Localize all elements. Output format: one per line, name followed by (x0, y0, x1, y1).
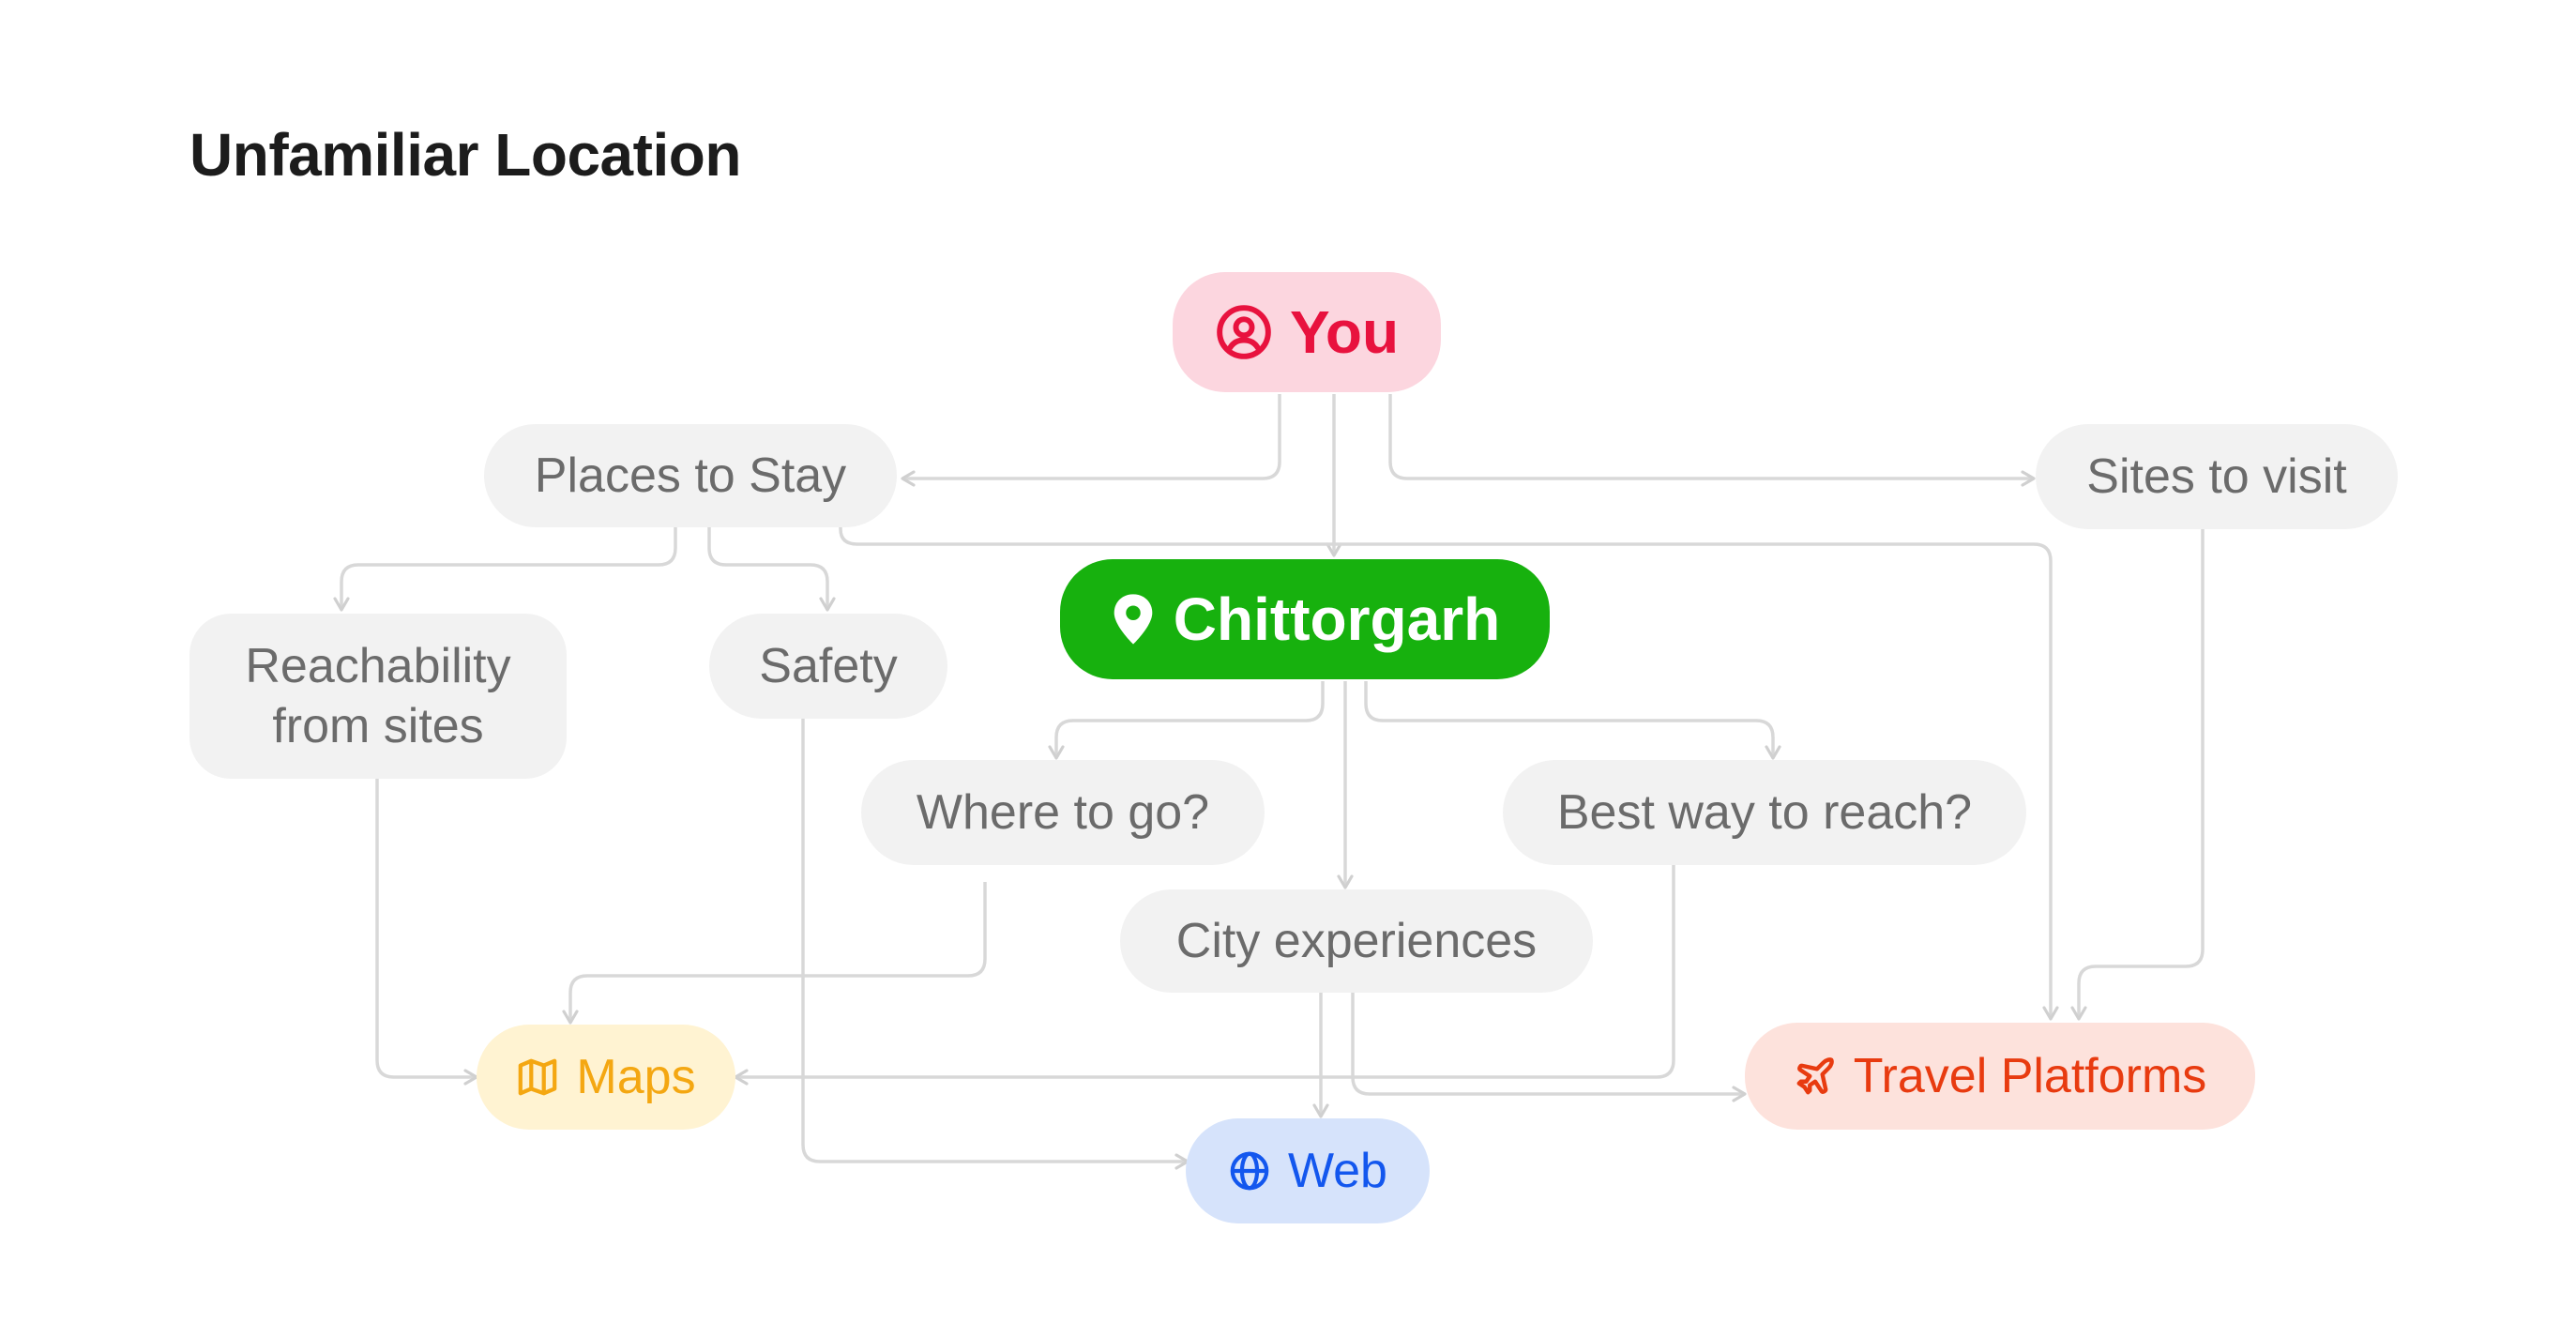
map-icon (516, 1056, 559, 1099)
edge-you-to-places-to-stay (901, 394, 1281, 487)
edge-safety-to-web (801, 719, 1190, 1170)
edge-sites-to-travel-platforms (2070, 527, 2205, 1021)
safety-node[interactable]: Safety (709, 614, 947, 719)
best-way-to-reach-node[interactable]: Best way to reach? (1503, 760, 2026, 865)
edge-best-way-to-maps (734, 865, 1675, 1086)
city-experiences-node[interactable]: City experiences (1120, 889, 1593, 993)
travel-platforms-label: Travel Platforms (1853, 1049, 2207, 1103)
places-to-stay-node[interactable]: Places to Stay (484, 424, 897, 527)
you-node[interactable]: You (1173, 272, 1441, 392)
edge-chittorgarh-to-best-way (1364, 681, 1781, 760)
you-label: You (1289, 298, 1400, 366)
chittorgarh-node[interactable]: Chittorgarh (1060, 559, 1550, 679)
sites-to-visit-node[interactable]: Sites to visit (2036, 424, 2398, 529)
travel-platforms-node[interactable]: Travel Platforms (1745, 1023, 2255, 1130)
where-to-go-node[interactable]: Where to go? (861, 760, 1265, 865)
edge-places-to-safety (707, 527, 836, 612)
web-node[interactable]: Web (1186, 1118, 1430, 1223)
map-pin-icon (1110, 592, 1157, 646)
chittorgarh-label: Chittorgarh (1173, 585, 1501, 653)
maps-node[interactable]: Maps (477, 1025, 735, 1130)
maps-label: Maps (576, 1050, 696, 1104)
edge-places-to-travel-platforms (839, 527, 2059, 1021)
edge-chittorgarh-to-where-to-go (1048, 681, 1325, 760)
reachability-node[interactable]: Reachability from sites (189, 614, 567, 779)
edge-city-experiences-to-travel-platforms (1351, 993, 1747, 1102)
edge-you-to-sites-to-visit (1388, 394, 2036, 487)
airplane-icon (1794, 1055, 1837, 1098)
diagram-title: Unfamiliar Location (189, 121, 741, 189)
edge-places-to-reachability (333, 527, 677, 612)
edge-reachability-to-maps (375, 779, 478, 1086)
globe-icon (1228, 1149, 1271, 1193)
edge-where-to-go-to-maps (562, 882, 987, 1025)
web-label: Web (1288, 1144, 1387, 1198)
user-circle-icon (1215, 303, 1273, 361)
